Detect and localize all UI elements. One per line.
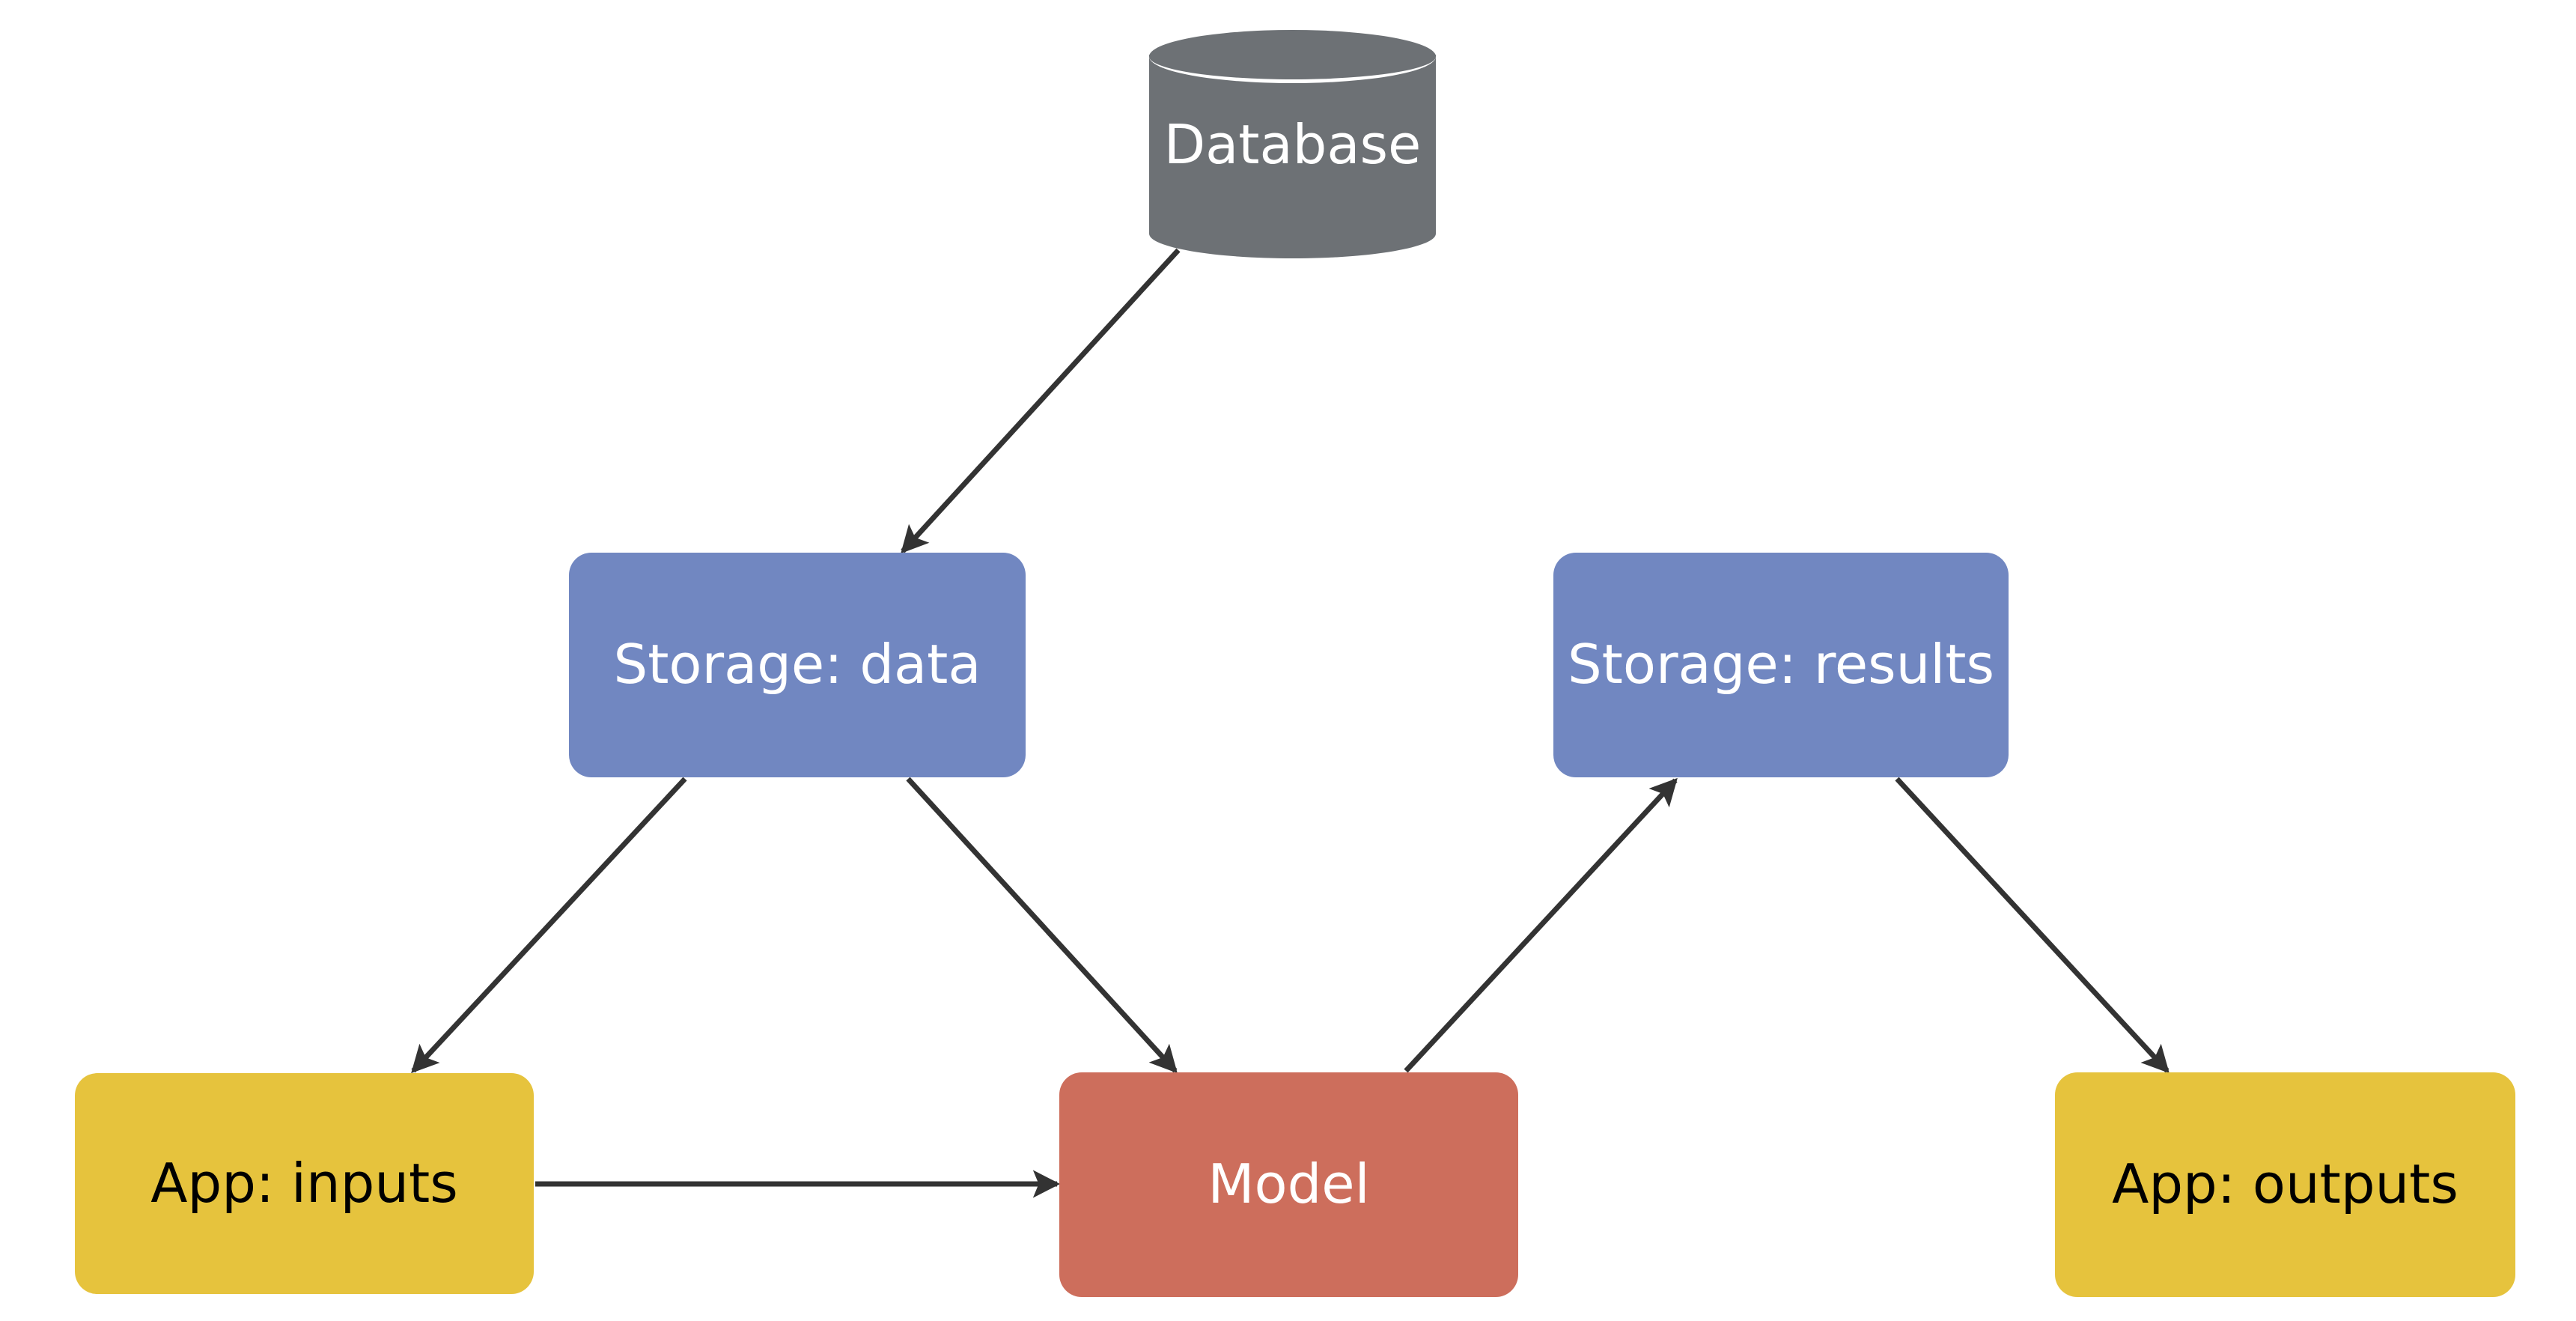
node-database[interactable]: Database	[1149, 30, 1436, 258]
edge-model-to-storage_results	[1404, 777, 1678, 1073]
node-storage-results-label: Storage: results	[1567, 633, 1995, 696]
cylinder-top-ellipse	[1149, 30, 1436, 83]
cylinder-body	[1149, 55, 1436, 234]
node-app-inputs-label: App: inputs	[150, 1151, 458, 1215]
edge-database-to-storage_data	[901, 248, 1181, 554]
node-database-label-text: Database	[1163, 112, 1422, 176]
node-storage-results[interactable]: Storage: results	[1553, 553, 2009, 777]
node-app-outputs-label: App: outputs	[2112, 1153, 2458, 1216]
node-database-label: Database	[1149, 30, 1436, 258]
node-app-inputs[interactable]: App: inputs	[75, 1073, 534, 1294]
edge-storage_data-to-model	[906, 777, 1178, 1074]
node-model[interactable]: Model	[1059, 1072, 1518, 1297]
edge-storage_results-to-app_outputs	[1895, 777, 2169, 1074]
node-model-label: Model	[1208, 1153, 1370, 1216]
edge-storage_data-to-app_inputs	[411, 777, 687, 1074]
node-storage-data[interactable]: Storage: data	[569, 553, 1026, 777]
edges-group	[411, 248, 2169, 1198]
node-app-outputs[interactable]: App: outputs	[2055, 1072, 2515, 1297]
node-storage-data-label: Storage: data	[613, 633, 981, 696]
